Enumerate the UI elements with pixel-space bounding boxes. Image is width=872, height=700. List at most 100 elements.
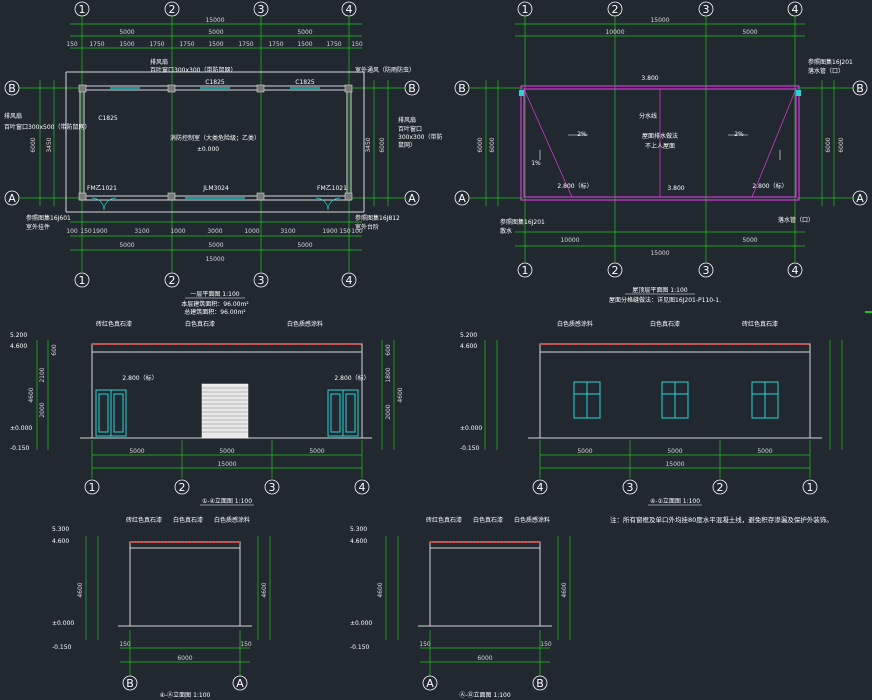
door-label-2: JLM3024	[202, 185, 229, 192]
back-label-3: 砖红色真石漆	[742, 320, 778, 328]
grid-bubble-A-right: A	[408, 192, 416, 205]
note-right-4: 鼠网）	[398, 141, 416, 149]
roof-label-level-2: 3.800	[667, 185, 684, 192]
sub-dim: 1750	[268, 41, 283, 48]
side1-level-3: ±0.000	[52, 620, 74, 627]
roof-note-right-1: 参照图集16J201	[808, 58, 853, 66]
note-top-1: 排风扇	[150, 58, 168, 66]
roof-total-top: 15000	[650, 17, 669, 24]
bottom-dim: 150	[339, 228, 351, 235]
roof-grid-3-top: 3	[703, 3, 710, 16]
front-dim-r4: 2000	[385, 404, 392, 419]
bottom-dim: 150	[80, 228, 92, 235]
sub-dim: 1750	[179, 41, 194, 48]
roof-label-level-4: 2.800（标）	[752, 182, 787, 190]
side1-level-1: 5.300	[52, 526, 69, 533]
floor-plan: 1 2 3 4 1 2 3 4 B A B A 15000 5000 5000 …	[4, 1, 442, 316]
bottom-dim: 1000	[170, 228, 185, 235]
roof-grid-2-top: 2	[612, 3, 619, 16]
bottom-dim: 1000	[244, 228, 259, 235]
grid-bubble-B-left: B	[8, 82, 16, 95]
back-level-2: 4.600	[460, 343, 477, 350]
roof-slope-2: 2%	[577, 131, 587, 138]
side2-level-4: -0.150	[350, 644, 370, 651]
roof-note-right-2: 落水管（口）	[808, 67, 844, 75]
back-grid-3: 3	[627, 481, 634, 494]
back-grid-1: 1	[807, 481, 814, 494]
side2-height-r: 4600	[561, 582, 568, 597]
plan-height-part: 3450	[46, 137, 53, 152]
window-label-1: C1825	[98, 115, 118, 122]
front-bay-3: 5000	[309, 448, 324, 455]
side2-height-l: 4600	[377, 582, 384, 597]
grid-bubble-2-bottom: 2	[169, 274, 176, 287]
roof-part-1: 10000	[605, 29, 624, 36]
front-bay-2: 5000	[219, 448, 234, 455]
plan-bottom-bay-3: 5000	[297, 242, 312, 249]
front-level-2: 4.600	[10, 343, 27, 350]
note-right-2: 百叶窗口	[398, 125, 422, 133]
note-left-2: 百叶窗口300x500（带防鼠网）	[4, 123, 90, 131]
side1-edge-l: 150	[119, 641, 131, 648]
plan-total-bottom: 15000	[205, 256, 224, 263]
side2-label-2: 白色真石漆	[473, 516, 503, 524]
front-level-1: 5.200	[10, 332, 27, 339]
plan-sub-dimensions: 150 1750 1500 1750 1750 1500 1750 1750 1…	[66, 41, 363, 48]
sub-dim: 1750	[149, 41, 164, 48]
front-total: 15000	[217, 461, 236, 468]
back-grid-2: 2	[717, 481, 724, 494]
note-right-1: 排风扇	[398, 116, 416, 124]
window-label-2: C1825	[205, 79, 225, 86]
roof-label-top-level: 3.800	[641, 75, 658, 82]
side1-grid-A: A	[236, 677, 244, 690]
roof-note-bottom-2: 散水	[500, 227, 512, 235]
floor-plan-title: 一层平面图 1:100	[190, 291, 239, 298]
back-label-1: 白色质感涂料	[557, 320, 593, 328]
roof-label-method: 屋面排水做法	[642, 132, 678, 140]
roof-plan-title: 屋顶层平面图 1:100	[632, 287, 687, 294]
front-dim-r1: 600	[385, 344, 392, 356]
note-bottom-right-2: 室外台阶	[355, 223, 379, 231]
room-name: 消防控制室（大类危险级；乙类）	[170, 134, 260, 142]
plan-bottom-dimensions: 100 150 1900 3100 1000 3000 1000 3100 19…	[66, 228, 363, 235]
roof-bottom-part-2: 5000	[742, 237, 757, 244]
sub-dim: 1500	[297, 41, 312, 48]
back-grid-4: 4	[537, 481, 544, 494]
side2-label-1: 砖红色真石漆	[426, 516, 462, 524]
back-level-1: 5.200	[460, 332, 477, 339]
side1-edge-r: 150	[240, 641, 252, 648]
front-elevation: 1 2 3 4 砖红色真石漆 白色真石漆 白色质感涂料 5.200 4.600 …	[10, 320, 404, 506]
sub-dim: 1500	[208, 41, 223, 48]
roof-label-ridge: 分水线	[639, 112, 657, 120]
grid-bubble-1-bottom: 1	[79, 274, 86, 287]
plan-total-top: 15000	[205, 17, 224, 24]
window-label-3: C1825	[295, 79, 315, 86]
side1-label-2: 白色真石漆	[173, 516, 203, 524]
front-elevation-title: ①-④立面图 1:100	[202, 497, 252, 505]
bottom-dim: 3100	[134, 228, 149, 235]
roof-side-right-2: 6000	[838, 137, 845, 152]
side1-height-l: 4600	[77, 582, 84, 597]
grid-bubble-B-right: B	[408, 82, 416, 95]
roof-slope-1: 1%	[531, 160, 541, 167]
roof-grid-A-right: A	[856, 192, 864, 205]
plan-bay-1: 5000	[119, 29, 134, 36]
back-bay-3: 5000	[757, 448, 772, 455]
roof-bottom-part-1: 10000	[560, 237, 579, 244]
side2-title: Ⓐ-Ⓑ立面图 1:100	[459, 691, 511, 699]
front-grid-1: 1	[89, 481, 96, 494]
plan-height-right: 6000	[379, 137, 386, 152]
front-label-3: 白色质感涂料	[287, 320, 323, 328]
roof-grid-3-bottom: 3	[703, 264, 710, 277]
bottom-dim: 100	[351, 228, 363, 235]
side2-grid-B: B	[536, 677, 544, 690]
grid-bubble-1-top: 1	[79, 3, 86, 16]
front-dim-r3: 4600	[397, 387, 404, 402]
plan-bottom-bay-1: 5000	[119, 242, 134, 249]
roof-label-type: 不上人屋面	[645, 142, 675, 150]
front-dim-l3: 4600	[28, 387, 35, 402]
front-grid-2: 2	[179, 481, 186, 494]
bottom-dim: 1900	[92, 228, 107, 235]
side2-level-2: 4.600	[350, 538, 367, 545]
roof-side-right: 6000	[825, 137, 832, 152]
